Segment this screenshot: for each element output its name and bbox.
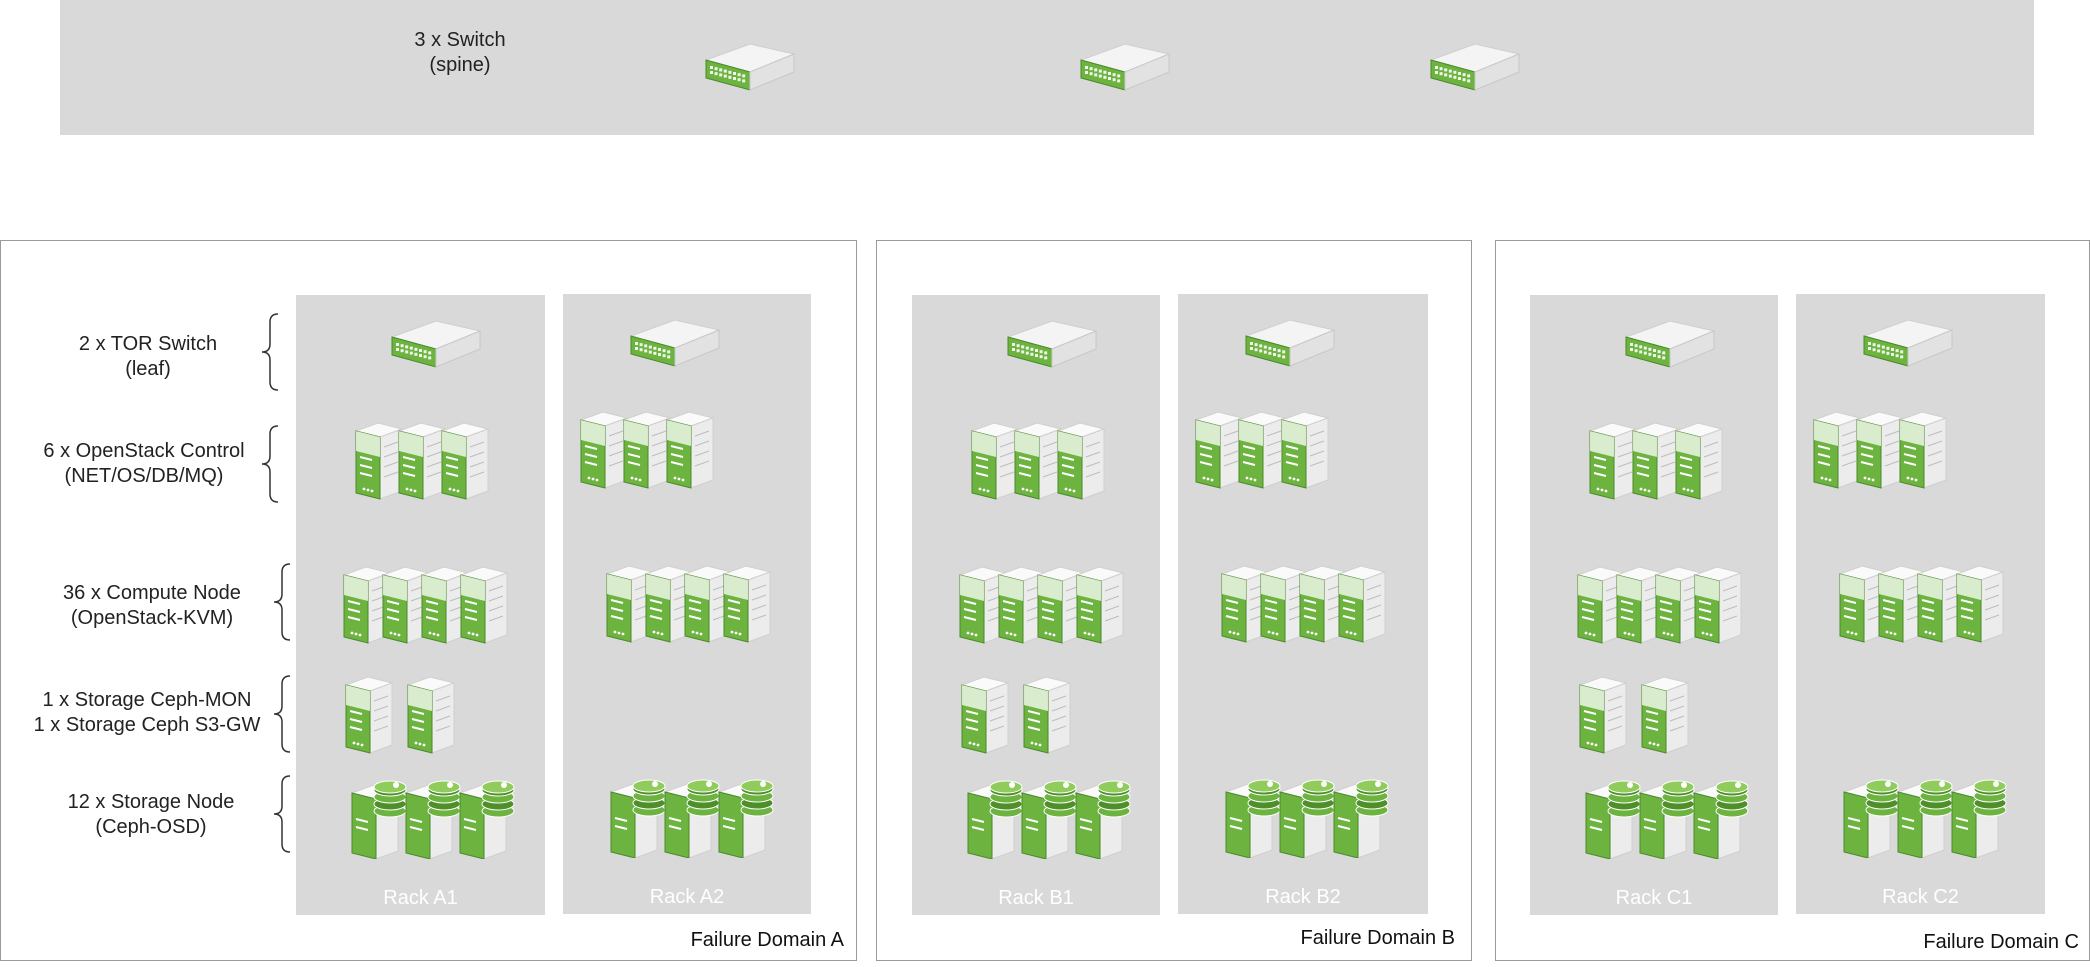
failure-domain-label: Failure Domain B [1300, 927, 1455, 949]
network-switch-icon [1000, 307, 1100, 379]
server-icon [1953, 560, 2007, 644]
spine-count-label: 3 x Switch [414, 29, 506, 51]
storage-server-icon [661, 774, 723, 858]
server-icon [1235, 406, 1289, 490]
network-switch-icon [1856, 306, 1956, 378]
storage-server-icon [1222, 774, 1284, 858]
brace-storage [273, 775, 291, 853]
server-icon [1586, 417, 1640, 501]
rack-label: Rack C2 [1882, 886, 1959, 908]
role-line: (NET/OS/DB/MQ) [64, 465, 224, 487]
server-icon [1672, 417, 1726, 501]
server-icon [1875, 560, 1929, 644]
server-icon [1853, 406, 1907, 490]
storage-server-icon [402, 775, 464, 859]
storage-server-icon [1948, 774, 2010, 858]
spine-band [60, 0, 2034, 135]
server-icon [457, 561, 511, 645]
storage-server-icon [1636, 775, 1698, 859]
server-icon [438, 417, 492, 501]
storage-server-icon [715, 774, 777, 858]
role-line: 1 x Storage Ceph S3-GW [33, 714, 261, 736]
storage-server-icon [1072, 775, 1134, 859]
brace-compute [273, 563, 291, 641]
brace-control [261, 425, 279, 503]
storage-server-icon [456, 775, 518, 859]
brace-ceph-mon [273, 675, 291, 753]
rack-label: Rack C1 [1615, 887, 1693, 909]
spine-role-label: (spine) [429, 54, 491, 76]
network-switch-icon [698, 30, 798, 102]
failure-domain-label: Failure Domain A [690, 929, 844, 951]
failure-domain-label: Failure Domain C [1923, 931, 2079, 953]
storage-server-icon [1276, 774, 1338, 858]
server-icon [1638, 671, 1692, 755]
network-switch-icon [1238, 306, 1338, 378]
network-switch-icon [384, 307, 484, 379]
server-icon [1011, 417, 1065, 501]
server-icon [1278, 406, 1332, 490]
role-line: (OpenStack-KVM) [70, 607, 234, 629]
role-line: (leaf) [125, 358, 171, 380]
storage-server-icon [348, 775, 410, 859]
server-icon [352, 417, 406, 501]
role-line: 2 x TOR Switch [78, 333, 218, 355]
role-line: 36 x Compute Node [63, 582, 241, 604]
server-icon [1691, 561, 1745, 645]
role-line: 6 x OpenStack Control [43, 440, 245, 462]
server-icon [379, 561, 433, 645]
storage-server-icon [1330, 774, 1392, 858]
brace-tor [261, 313, 279, 391]
role-line: 12 x Storage Node [67, 791, 235, 813]
storage-server-icon [607, 774, 669, 858]
storage-server-icon [1840, 774, 1902, 858]
server-icon [1054, 417, 1108, 501]
storage-server-icon [964, 775, 1026, 859]
server-icon [1810, 406, 1864, 490]
server-icon [958, 671, 1012, 755]
role-label-tor: 2 x TOR Switch (leaf) [40, 332, 256, 382]
storage-server-icon [1582, 775, 1644, 859]
server-icon [1629, 417, 1683, 501]
spine-label: 3 x Switch (spine) [380, 28, 540, 78]
server-icon [1335, 560, 1389, 644]
server-icon [1192, 406, 1246, 490]
network-switch-icon [1618, 307, 1718, 379]
role-label-storage: 12 x Storage Node (Ceph-OSD) [40, 790, 262, 840]
server-icon [720, 560, 774, 644]
server-icon [663, 406, 717, 490]
server-icon [340, 561, 394, 645]
server-icon [1576, 671, 1630, 755]
rack-label: Rack B2 [1265, 886, 1341, 908]
storage-server-icon [1894, 774, 1956, 858]
server-icon [577, 406, 631, 490]
role-label-control: 6 x OpenStack Control (NET/OS/DB/MQ) [28, 439, 260, 489]
network-switch-icon [1423, 30, 1523, 102]
role-line: 1 x Storage Ceph-MON [42, 689, 252, 711]
server-icon [1020, 671, 1074, 755]
server-icon [620, 406, 674, 490]
network-switch-icon [623, 306, 723, 378]
server-icon [1296, 560, 1350, 644]
server-icon [1073, 561, 1127, 645]
server-icon [342, 671, 396, 755]
server-icon [1896, 406, 1950, 490]
role-label-ceph-mon: 1 x Storage Ceph-MON 1 x Storage Ceph S3… [22, 688, 272, 738]
network-switch-icon [1073, 30, 1173, 102]
rack-label: Rack A2 [649, 886, 725, 908]
storage-server-icon [1018, 775, 1080, 859]
server-icon [404, 671, 458, 755]
rack-label: Rack B1 [998, 887, 1074, 909]
rack-label: Rack A1 [383, 887, 458, 909]
storage-server-icon [1690, 775, 1752, 859]
role-label-compute: 36 x Compute Node (OpenStack-KVM) [40, 581, 264, 631]
role-line: (Ceph-OSD) [95, 816, 207, 838]
